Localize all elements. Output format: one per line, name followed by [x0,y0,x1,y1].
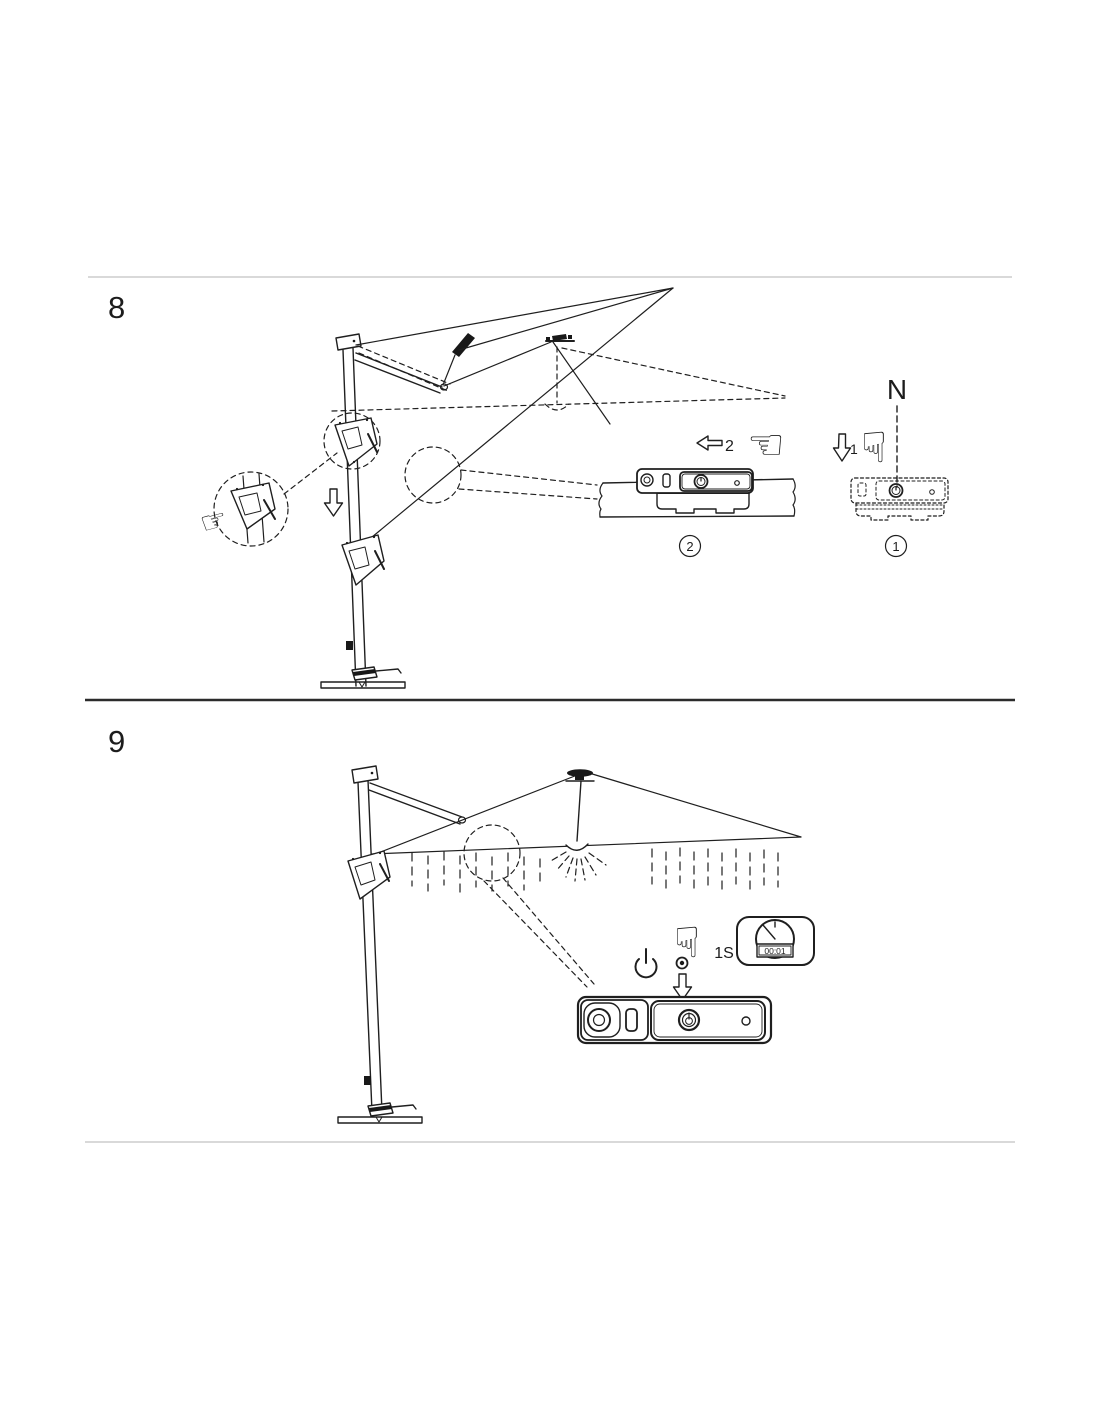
pole-knob [346,641,353,650]
callout-1: 1 [884,534,908,558]
step8-figure: 8 [108,287,949,689]
arrow-down-icon [672,973,693,1001]
magnifier-to-remote [463,824,595,988]
pressing-hand-icon: ☞ [196,501,231,542]
north-label: N [887,374,907,405]
pole-knob [364,1076,371,1085]
hand-detail-circle: ☞ [196,452,338,547]
umbrella-base [320,666,406,689]
umbrella-arm [368,782,467,825]
remote-control [576,995,773,1045]
slide-action: 2 ☜ [696,420,785,469]
north-alignment: N 1 ☟ [832,374,907,488]
callout-2: 2 [678,534,702,558]
canopy-top-cap [567,769,593,777]
arrow-down-icon [832,433,852,462]
svg-text:2: 2 [686,539,693,554]
umbrella-base [337,1102,423,1124]
open-canopy [367,769,802,858]
light-beams [411,847,779,893]
slide-down-arrow-icon [323,488,344,517]
power-button [677,1008,701,1032]
pointing-hand-down-icon: ☟ [861,423,887,472]
step9-number: 9 [108,724,125,759]
led-lamp [565,843,589,851]
step8-number: 8 [108,290,125,325]
arrow-left-icon [696,435,723,451]
canopy-ribs-closed-ghost [331,345,786,412]
timer-display: 00:01 [764,946,786,956]
lower-latch-bracket [341,534,385,586]
solar-panel [452,333,475,357]
pointing-hand-left-icon: ☜ [747,420,785,469]
umbrella-arm [354,352,449,394]
led-dot [734,480,740,486]
power-button [693,474,709,489]
led-dot [741,1016,751,1026]
magnifier-to-rail [404,446,598,504]
svg-text:1: 1 [892,539,899,554]
remote-mounted [636,468,754,514]
power-button [888,483,904,498]
clip-slot [625,1008,638,1032]
press-action-label: 1 [850,441,858,457]
timer-badge: 00:01 [736,916,815,966]
upper-latch-bracket [323,412,381,470]
hanger-ring [587,1008,611,1032]
canopy-hub [545,334,575,342]
umbrella-pole [335,333,367,687]
umbrella-pole [351,765,383,1113]
slide-action-label: 2 [725,438,734,455]
led-dot [929,489,935,495]
lamp-light-rays [548,851,607,882]
press-action: ☟ [672,918,700,1001]
power-symbol-icon [634,948,658,979]
pole-bracket [347,850,391,900]
step9-figure: 9 [108,724,815,1124]
remote-loose-dashed [850,477,949,521]
hold-time-label: 1S [714,945,734,962]
canopy-ribs-open [355,287,674,548]
